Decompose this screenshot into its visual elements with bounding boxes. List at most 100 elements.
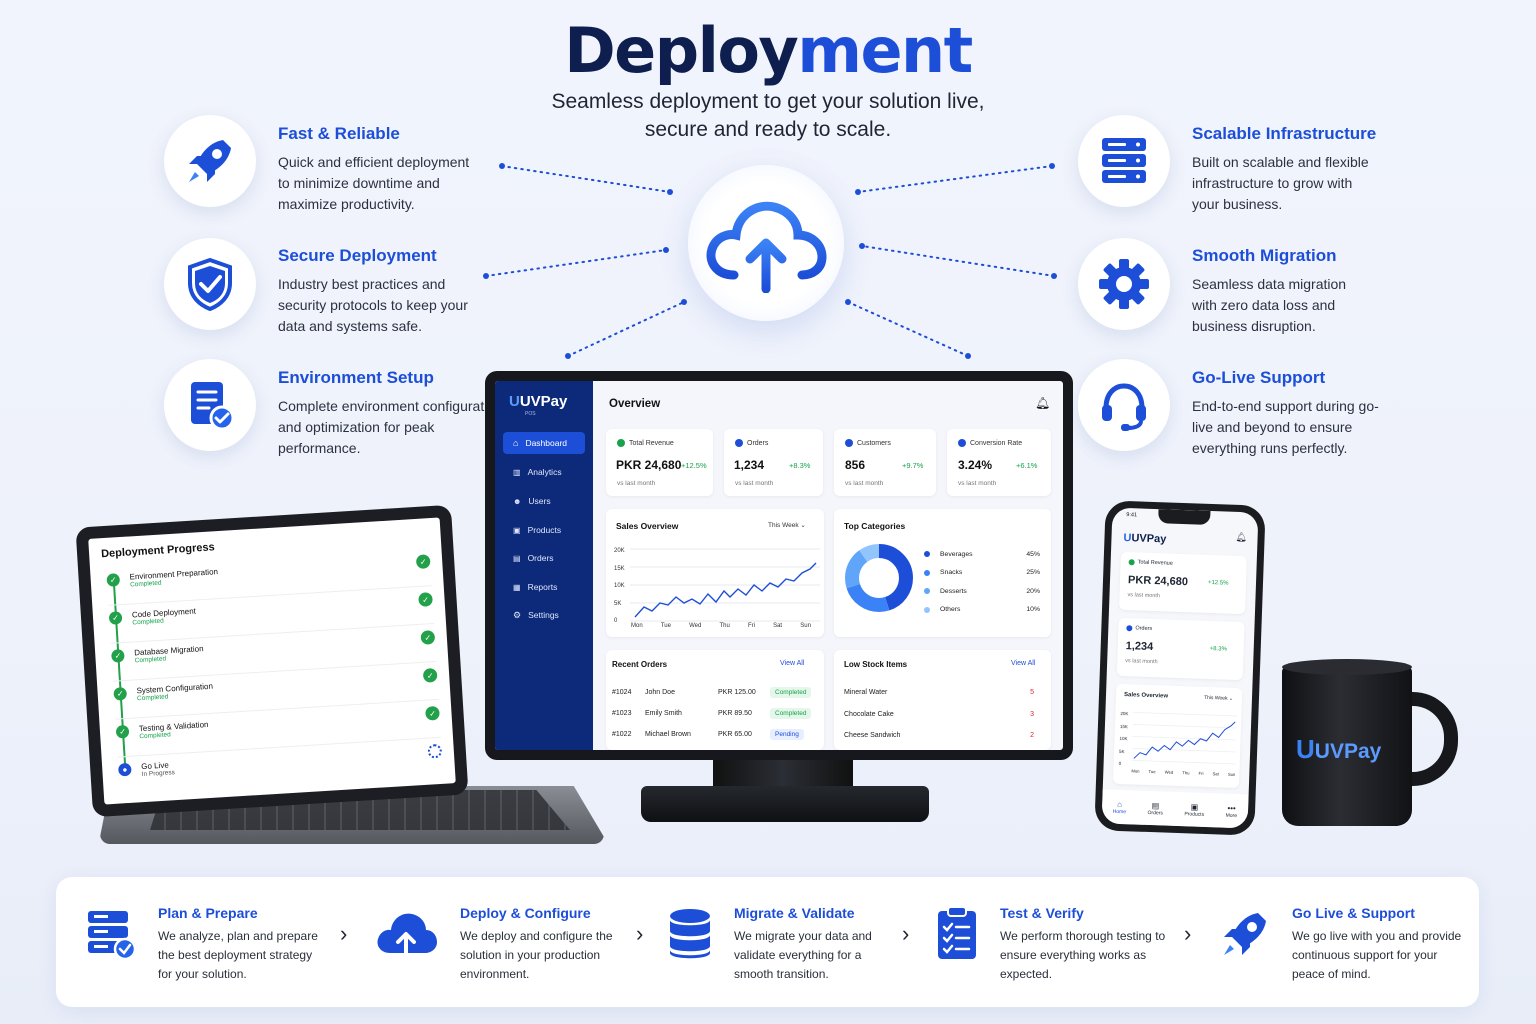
- donut-slice: [845, 544, 913, 612]
- kpi-change: +6.1%: [1016, 461, 1038, 470]
- orders-view-all-link[interactable]: View All: [780, 660, 805, 667]
- sales-range: This Week: [768, 522, 799, 529]
- x-tick: Thu: [1182, 770, 1190, 776]
- feature-desc: Built on scalable and flexible infrastru…: [1192, 154, 1369, 212]
- nav-label: Products: [527, 525, 562, 535]
- feature-secure-deployment: Secure Deployment Industry best practice…: [278, 246, 503, 337]
- tab-home[interactable]: ⌂Home: [1113, 799, 1127, 814]
- gear-icon-badge: [1078, 238, 1170, 330]
- chart-icon: ▥: [513, 467, 521, 477]
- stock-name: Mineral Water: [844, 689, 888, 697]
- brand-logo: UUVPay POS: [509, 393, 568, 417]
- dashboard-sidebar: UUVPay POS ⌂Dashboard ▥Analytics ☻Users …: [495, 381, 593, 750]
- y-tick: 5K: [1118, 748, 1125, 754]
- phone-frame: 9:41 UUVPay 🔔︎ Total Revenue PKR 24,680 …: [1094, 500, 1266, 836]
- cloud-upload-icon: [377, 913, 437, 961]
- rocket-icon: [1224, 913, 1266, 955]
- feature-desc: Complete environment configuration and o…: [278, 398, 503, 456]
- nav-label: Reports: [527, 582, 558, 592]
- kpi-total-revenue: Total Revenue PKR 24,680 +12.5% vs last …: [606, 429, 713, 496]
- mug-body: UUVPay: [1282, 666, 1412, 826]
- legend-pct: 25%: [1026, 569, 1040, 577]
- phone-sales-title: Sales Overview: [1123, 692, 1169, 700]
- nav-analytics[interactable]: ▥Analytics: [503, 461, 585, 483]
- nav-users[interactable]: ☻Users: [503, 490, 585, 512]
- nav-orders[interactable]: ▤Orders: [503, 547, 585, 569]
- x-tick: Thu: [719, 623, 730, 629]
- chevron-right-icon: ›: [902, 921, 910, 946]
- tab-products[interactable]: ▣Products: [1184, 802, 1205, 818]
- page-subtitle: Seamless deployment to get your solution…: [468, 88, 1068, 144]
- stock-title: Low Stock Items: [844, 660, 908, 669]
- x-tick: Fri: [747, 623, 755, 629]
- check-icon: ✓: [415, 554, 431, 569]
- bell-icon[interactable]: 🔔︎: [1035, 396, 1051, 410]
- nav-settings[interactable]: ⚙Settings: [503, 604, 585, 626]
- donut-slice: [845, 544, 913, 612]
- sales-line-chart: [630, 548, 820, 622]
- rocket-icon: [189, 140, 231, 182]
- document-check-icon: [191, 382, 235, 431]
- settings-icon: ⚙: [513, 609, 522, 620]
- feature-environment-setup: Environment Setup Complete environment c…: [278, 368, 503, 459]
- categories-title: Top Categories: [844, 521, 906, 531]
- phone-kpi-sub: vs last month: [1127, 592, 1161, 600]
- nav-products[interactable]: ▣Products: [503, 519, 585, 541]
- tab-more[interactable]: •••More: [1226, 803, 1238, 818]
- kpi-label: Total Revenue: [629, 439, 674, 447]
- nav-dashboard[interactable]: ⌂Dashboard: [503, 432, 585, 454]
- cloud-upload-icon: [706, 201, 827, 293]
- x-tick: Sun: [800, 623, 811, 629]
- cloud-upload-hub: [688, 165, 844, 321]
- kpi-value: 1,234: [734, 458, 765, 472]
- feature-desc: Quick and efficient deployment to minimi…: [278, 154, 470, 212]
- nav-reports[interactable]: ▦Reports: [503, 576, 585, 598]
- legend-name: Snacks: [940, 569, 963, 577]
- kpi-value: 856: [845, 458, 866, 472]
- check-icon: ✓: [106, 573, 121, 587]
- status-badge: Pending: [770, 729, 804, 740]
- subtitle-line-2: secure and ready to scale.: [644, 118, 892, 141]
- sales-range-select[interactable]: This Week ⌄: [768, 522, 806, 529]
- order-customer: John Doe: [645, 689, 675, 696]
- legend-pct: 45%: [1026, 550, 1040, 558]
- stock-view-all-link[interactable]: View All: [1011, 660, 1036, 667]
- process-desc: We perform thorough testing to ensure ev…: [1000, 929, 1166, 981]
- order-amount: PKR 89.50: [718, 710, 752, 717]
- order-id: #1024: [612, 689, 632, 696]
- tab-orders[interactable]: ▤Orders: [1147, 800, 1163, 816]
- stock-qty: 2: [1030, 732, 1034, 740]
- monitor-neck: [713, 760, 853, 788]
- status-badge: Completed: [770, 708, 812, 719]
- kpi-value: PKR 24,680: [616, 458, 682, 472]
- kpi-change: +9.7%: [902, 461, 924, 470]
- mug-brand: UVPay: [1314, 740, 1382, 763]
- phone-kpi-label: Total Revenue: [1137, 559, 1173, 567]
- phone-range-select[interactable]: This Week ⌄: [1203, 694, 1234, 702]
- legend-item: Snacks 25%: [924, 564, 1040, 583]
- process-desc: We deploy and configure the solution in …: [460, 929, 613, 981]
- tab-label: Products: [1184, 810, 1205, 818]
- bell-icon[interactable]: 🔔︎: [1235, 531, 1248, 543]
- y-tick: 5K: [614, 600, 622, 607]
- phone-orders-card: Orders 1,234 +8.3% vs last month: [1116, 617, 1245, 681]
- y-tick: 10K: [1119, 735, 1128, 742]
- x-tick: Tue: [1148, 768, 1156, 775]
- phone-sales-range: This Week: [1203, 694, 1228, 702]
- x-tick: Sun: [1227, 771, 1236, 777]
